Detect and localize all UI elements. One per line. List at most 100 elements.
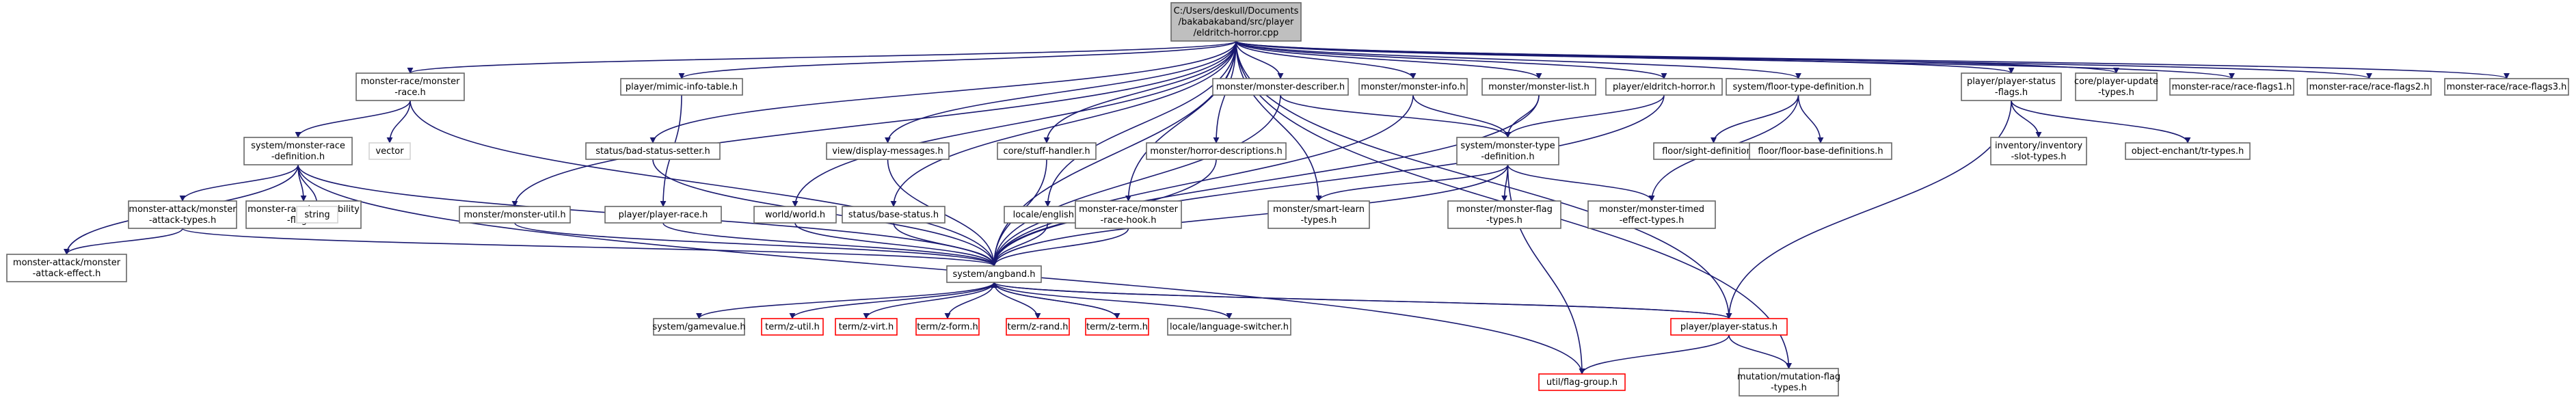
node-label: status/bad-status-setter.h: [595, 146, 710, 157]
node-mutil[interactable]: monster/monster-util.h: [459, 206, 571, 224]
edge-line: [991, 94, 1281, 267]
node-mflag[interactable]: monster/monster-flag-types.h: [1447, 200, 1561, 229]
node-rflags2[interactable]: monster-race/race-flags2.h: [2307, 78, 2432, 96]
node-label: monster/monster-timed: [1599, 204, 1704, 215]
node-box: [1267, 200, 1370, 229]
node-label: term/z-util.h: [765, 322, 820, 332]
node-label: object-enchant/tr-types.h: [2132, 146, 2244, 157]
edge-line: [511, 40, 1237, 207]
edge-mdesc-to-angband: [991, 94, 1281, 267]
node-label: floor/sight-definitions.h: [1662, 146, 1765, 157]
node-box: [2075, 72, 2158, 101]
node-box: [1212, 78, 1349, 96]
node-msmart[interactable]: monster/smart-learn-types.h: [1267, 200, 1370, 229]
edge-line: [1507, 164, 1655, 202]
node-box: [653, 318, 745, 336]
node-box: [2307, 78, 2432, 96]
edge-line: [2011, 100, 2191, 144]
node-mimic[interactable]: player/mimic-info-table.h: [620, 78, 743, 96]
node-objench[interactable]: object-enchant/tr-types.h: [2125, 142, 2251, 160]
node-worldh[interactable]: world/world.h: [753, 206, 837, 224]
edge-sys_mrdef-to-flaggroup: [297, 164, 1585, 375]
node-mhorror[interactable]: monster/horror-descriptions.h: [1146, 142, 1287, 160]
edge-line: [890, 40, 1237, 207]
node-label: term/z-virt.h: [839, 322, 894, 332]
node-rflags3[interactable]: monster-race/race-flags3.h: [2444, 78, 2569, 96]
edge-line: [794, 222, 997, 267]
node-label: -attack-effect.h: [33, 269, 101, 279]
edge-mtypedef-to-flaggroup: [1507, 164, 1585, 375]
node-inv_slot[interactable]: inventory/inventory-slot-types.h: [1990, 137, 2087, 165]
node-box: [296, 206, 338, 224]
node-angband[interactable]: system/angband.h: [946, 265, 1042, 283]
node-pupdate[interactable]: core/player-update-types.h: [2074, 72, 2158, 101]
node-mlist[interactable]: monster/monster-list.h: [1481, 78, 1596, 96]
node-box: [826, 142, 950, 160]
node-zvirt[interactable]: term/z-virt.h: [835, 318, 898, 336]
node-minfo[interactable]: monster/monster-info.h: [1358, 78, 1468, 96]
node-flaggroup[interactable]: util/flag-group.h: [1538, 373, 1626, 391]
node-label: string: [304, 210, 330, 220]
node-label: /eldritch-horror.cpp: [1194, 28, 1279, 38]
edge-line: [386, 100, 411, 144]
node-box: [1749, 142, 1892, 160]
edge-line: [991, 228, 1129, 267]
node-stuff[interactable]: core/stuff-handler.h: [997, 142, 1097, 160]
node-label: monster/horror-descriptions.h: [1150, 146, 1282, 157]
node-pstatus_flags[interactable]: player/player-status-flags.h: [1961, 72, 2062, 101]
edge-root-to-minfo: [1235, 40, 1417, 79]
edge-line: [1235, 40, 1667, 79]
node-zutil[interactable]: term/z-util.h: [761, 318, 824, 336]
node-label: -effect-types.h: [1620, 215, 1685, 226]
node-maeff[interactable]: monster-attack/monster-attack-effect.h: [6, 254, 127, 282]
node-basestat[interactable]: status/base-status.h: [842, 206, 945, 224]
edge-line: [1235, 40, 1284, 79]
node-box: [835, 318, 898, 336]
edge-mr_race-to-sys_mrdef: [295, 100, 411, 138]
node-badstat[interactable]: status/bad-status-setter.h: [585, 142, 721, 160]
node-eld_h[interactable]: player/eldritch-horror.h: [1605, 78, 1723, 96]
edge-line: [297, 164, 321, 207]
edge-mdesc-to-mtypedef: [1280, 94, 1511, 138]
node-box: [1447, 200, 1561, 229]
node-mutation[interactable]: mutation/mutation-flag-types.h: [1737, 368, 1840, 397]
edge-root-to-mimic: [678, 40, 1237, 79]
node-mdesc[interactable]: monster/monster-describer.h: [1212, 78, 1349, 96]
edge-floortype-to-floorbase: [1797, 94, 1824, 144]
edge-pstatus-to-angband: [991, 282, 1730, 319]
edge-line: [1235, 40, 1417, 79]
node-rflags1[interactable]: monster-race/race-flags1.h: [2169, 78, 2294, 96]
node-box: [1146, 142, 1287, 160]
edge-line: [991, 282, 1730, 319]
node-sys_mrdef[interactable]: system/monster-race-definition.h: [243, 137, 353, 165]
node-floortype[interactable]: system/floor-type-definition.h: [1726, 78, 1871, 96]
node-box: [1739, 368, 1839, 397]
node-label: view/display-messages.h: [832, 146, 943, 157]
node-mrhook[interactable]: monster-race/monster-race-hook.h: [1075, 200, 1182, 229]
node-prace[interactable]: player/player-race.h: [604, 206, 722, 224]
node-gamevalue[interactable]: system/gamevalue.h: [652, 318, 746, 336]
node-zform[interactable]: term/z-form.h: [915, 318, 980, 336]
edge-zterm-to-angband: [991, 282, 1118, 319]
node-box: [1456, 137, 1559, 165]
node-mr_race[interactable]: monster-race/monster-race.h: [355, 72, 465, 101]
edge-line: [991, 164, 1509, 267]
node-zterm[interactable]: term/z-term.h: [1085, 318, 1149, 336]
node-label: -slot-types.h: [2011, 152, 2066, 162]
node-mtimed[interactable]: monster/monster-timed-effect-types.h: [1587, 200, 1716, 229]
node-label: system/floor-type-definition.h: [1733, 82, 1864, 92]
node-dispmsg[interactable]: view/display-messages.h: [826, 142, 950, 160]
edge-angband-to-zutil: [789, 282, 995, 319]
node-zrand[interactable]: term/z-rand.h: [1006, 318, 1070, 336]
node-floorbase[interactable]: floor/floor-base-definitions.h: [1749, 142, 1892, 160]
node-langsw[interactable]: locale/language-switcher.h: [1167, 318, 1291, 336]
node-pstatus[interactable]: player/player-status.h: [1670, 318, 1788, 336]
edge-basestat-to-angband: [893, 222, 997, 267]
edge-root-to-dispmsg: [885, 40, 1237, 144]
node-maat[interactable]: monster-attack/monster-attack-types.h: [128, 200, 237, 229]
edge-root-to-eld_h: [1235, 40, 1667, 79]
node-mtypedef[interactable]: system/monster-type-definition.h: [1456, 137, 1559, 165]
edge-line: [1726, 100, 2012, 319]
edge-worldh-to-angband: [794, 222, 997, 267]
node-label: monster-race/monster: [361, 77, 460, 87]
